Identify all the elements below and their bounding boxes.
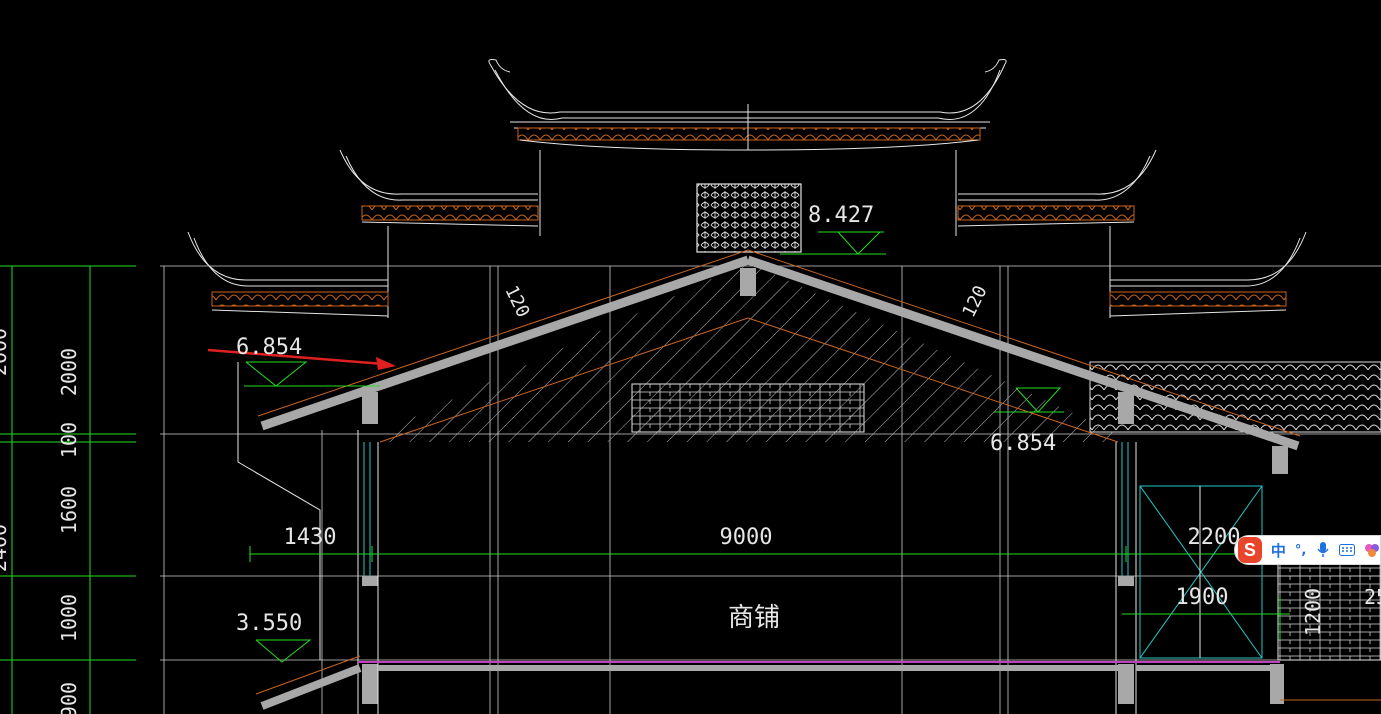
ime-punctuation-toggle[interactable]: °, bbox=[1294, 542, 1307, 558]
lower-eave-and-floor bbox=[255, 655, 1381, 710]
dim-span-right: 2200 bbox=[1188, 525, 1241, 550]
dim-span-left: 1430 bbox=[284, 525, 337, 550]
dim-roof-thickness-right: 120 bbox=[958, 282, 991, 320]
elevation-eave-right: 6.854 bbox=[990, 431, 1056, 456]
columns bbox=[362, 392, 1288, 704]
dim-vertical-1600: 1600 bbox=[57, 486, 81, 534]
elevation-eave-left: 6.854 bbox=[236, 335, 302, 360]
span-dimension-line bbox=[249, 546, 1381, 640]
stair-right bbox=[1277, 563, 1381, 661]
elevation-markers bbox=[244, 231, 1064, 663]
annotation-arrow bbox=[207, 348, 396, 370]
gable-hatch bbox=[378, 262, 1118, 442]
ime-toolbar[interactable]: S 中 °, bbox=[1234, 535, 1381, 565]
dim-vertical-100: 100 bbox=[57, 422, 81, 458]
upper-roof-tier bbox=[488, 59, 1007, 236]
ridge-lattice-ornament bbox=[696, 183, 802, 253]
dim-vertical-1000: 1000 bbox=[57, 594, 81, 642]
dim-span-main: 9000 bbox=[720, 525, 773, 550]
dim-edge-right: 25 bbox=[1364, 585, 1381, 609]
dim-door-width: 1900 bbox=[1176, 585, 1229, 610]
dim-vertical-900: 900 bbox=[57, 682, 81, 714]
dim-vertical-2000: 2000 bbox=[57, 348, 81, 396]
elevation-ridge: 8.427 bbox=[808, 203, 874, 228]
keyboard-icon[interactable] bbox=[1339, 542, 1355, 558]
skin-icon[interactable] bbox=[1364, 542, 1380, 558]
ridge-post bbox=[740, 268, 756, 296]
dim-edge-partial-bottom: 2400 bbox=[0, 524, 11, 572]
elevation-lower-eave: 3.550 bbox=[236, 611, 302, 636]
glass-panels bbox=[363, 442, 1263, 659]
dim-edge-partial-top: 2000 bbox=[0, 328, 11, 376]
ime-logo[interactable]: S bbox=[1238, 537, 1262, 563]
microphone-icon[interactable] bbox=[1315, 542, 1330, 558]
brick-panel bbox=[631, 383, 865, 433]
room-label: 商铺 bbox=[728, 603, 780, 633]
dim-roof-thickness-left: 120 bbox=[500, 282, 533, 320]
lower-roof-tier bbox=[187, 231, 1307, 317]
ime-mode-toggle[interactable]: 中 bbox=[1270, 541, 1286, 560]
left-dimension-chain bbox=[0, 265, 136, 714]
roof-slab bbox=[257, 249, 1301, 451]
dim-door-height: 1200 bbox=[1301, 588, 1325, 636]
